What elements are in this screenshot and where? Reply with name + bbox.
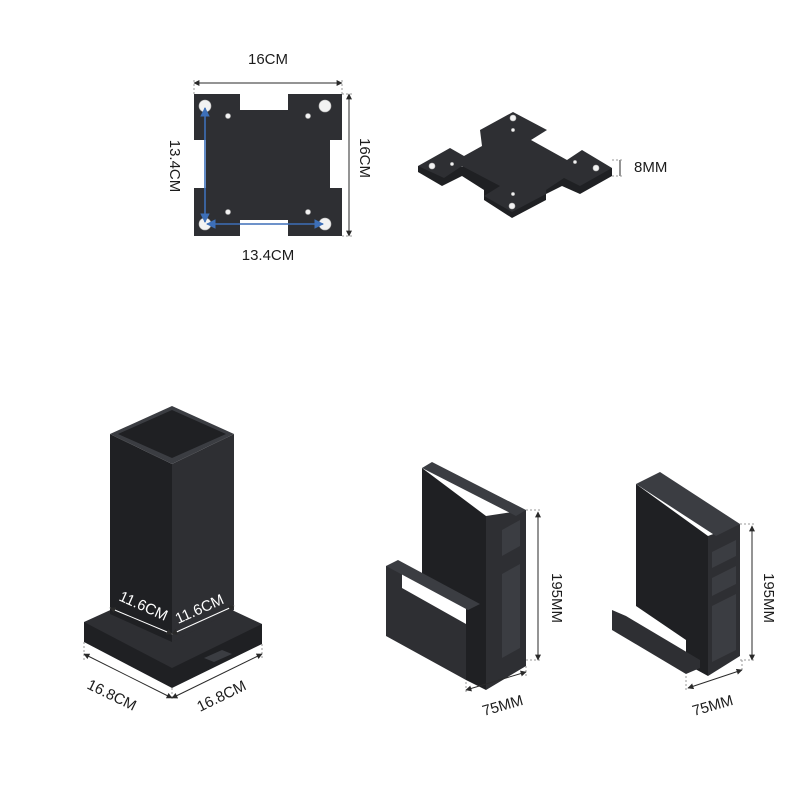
plate-thickness-label: 8MM: [634, 159, 667, 176]
holder-a-compartment: [502, 564, 520, 658]
small-hole-icon: [305, 209, 311, 215]
small-hole-icon: [450, 162, 454, 166]
holder-b-compartment: [712, 540, 736, 568]
small-hole-icon: [573, 160, 577, 164]
mount-hole-icon: [509, 114, 517, 122]
base-width-label: 16.8CM: [84, 676, 139, 714]
small-hole-icon: [511, 128, 515, 132]
holder-b-lip: [612, 610, 700, 674]
inner-width-dimension-line: [109, 607, 173, 635]
holder-a-depth-dimension-line: [465, 670, 527, 692]
holder-b-compartment: [712, 594, 736, 662]
hole-spacing-horizontal-label: 13.4CM: [242, 247, 295, 264]
mount-hole-icon: [318, 99, 332, 113]
holder-a-slot-top: [386, 560, 480, 610]
holder-b-back-side: [636, 484, 708, 676]
holder-b-height-label: 195MM: [760, 573, 777, 623]
holder-b-compartment: [712, 566, 736, 596]
mount-hole-icon: [428, 162, 436, 170]
small-hole-icon: [225, 209, 231, 215]
base-width-dimension-line: [83, 653, 173, 699]
tower-column-right: [172, 434, 234, 642]
mount-hole-icon: [508, 202, 516, 210]
inner-depth-dimension-line: [171, 605, 235, 635]
plate-front-shape: [194, 94, 342, 236]
holder-b-view: 195MM 75MM: [612, 472, 777, 720]
plate-height-label: 16CM: [356, 138, 373, 178]
plate-width-label: 16CM: [248, 51, 288, 68]
holder-b-top: [636, 472, 740, 536]
holder-a-slot-front: [386, 564, 466, 680]
holder-b-depth-label: 75MM: [690, 692, 735, 720]
holder-a-view: 195MM 75MM: [386, 462, 565, 720]
holder-a-depth-label: 75MM: [480, 692, 525, 720]
mount-hole-icon: [592, 164, 600, 172]
base-depth-dimension-line: [171, 653, 263, 699]
tower-stand-view: 11.6CM 11.6CM 16.8CM 16.8CM: [83, 406, 263, 716]
plate-iso-shape: [418, 112, 612, 212]
tower-column-opening: [118, 410, 226, 458]
tower-column-left: [110, 434, 172, 642]
holder-a-height-label: 195MM: [548, 573, 565, 623]
plate-front-view: 16CM 16CM 13.4CM 13.4CM: [166, 51, 373, 264]
hole-spacing-vertical-label: 13.4CM: [166, 140, 183, 193]
plate-iso-view: 8MM: [418, 112, 667, 218]
holder-a-top: [422, 462, 526, 516]
small-hole-icon: [511, 192, 515, 196]
holder-a-compartment: [502, 520, 520, 556]
small-hole-icon: [305, 113, 311, 119]
holder-a-back-side: [422, 468, 486, 690]
small-hole-icon: [225, 113, 231, 119]
holder-b-depth-dimension-line: [687, 668, 743, 690]
